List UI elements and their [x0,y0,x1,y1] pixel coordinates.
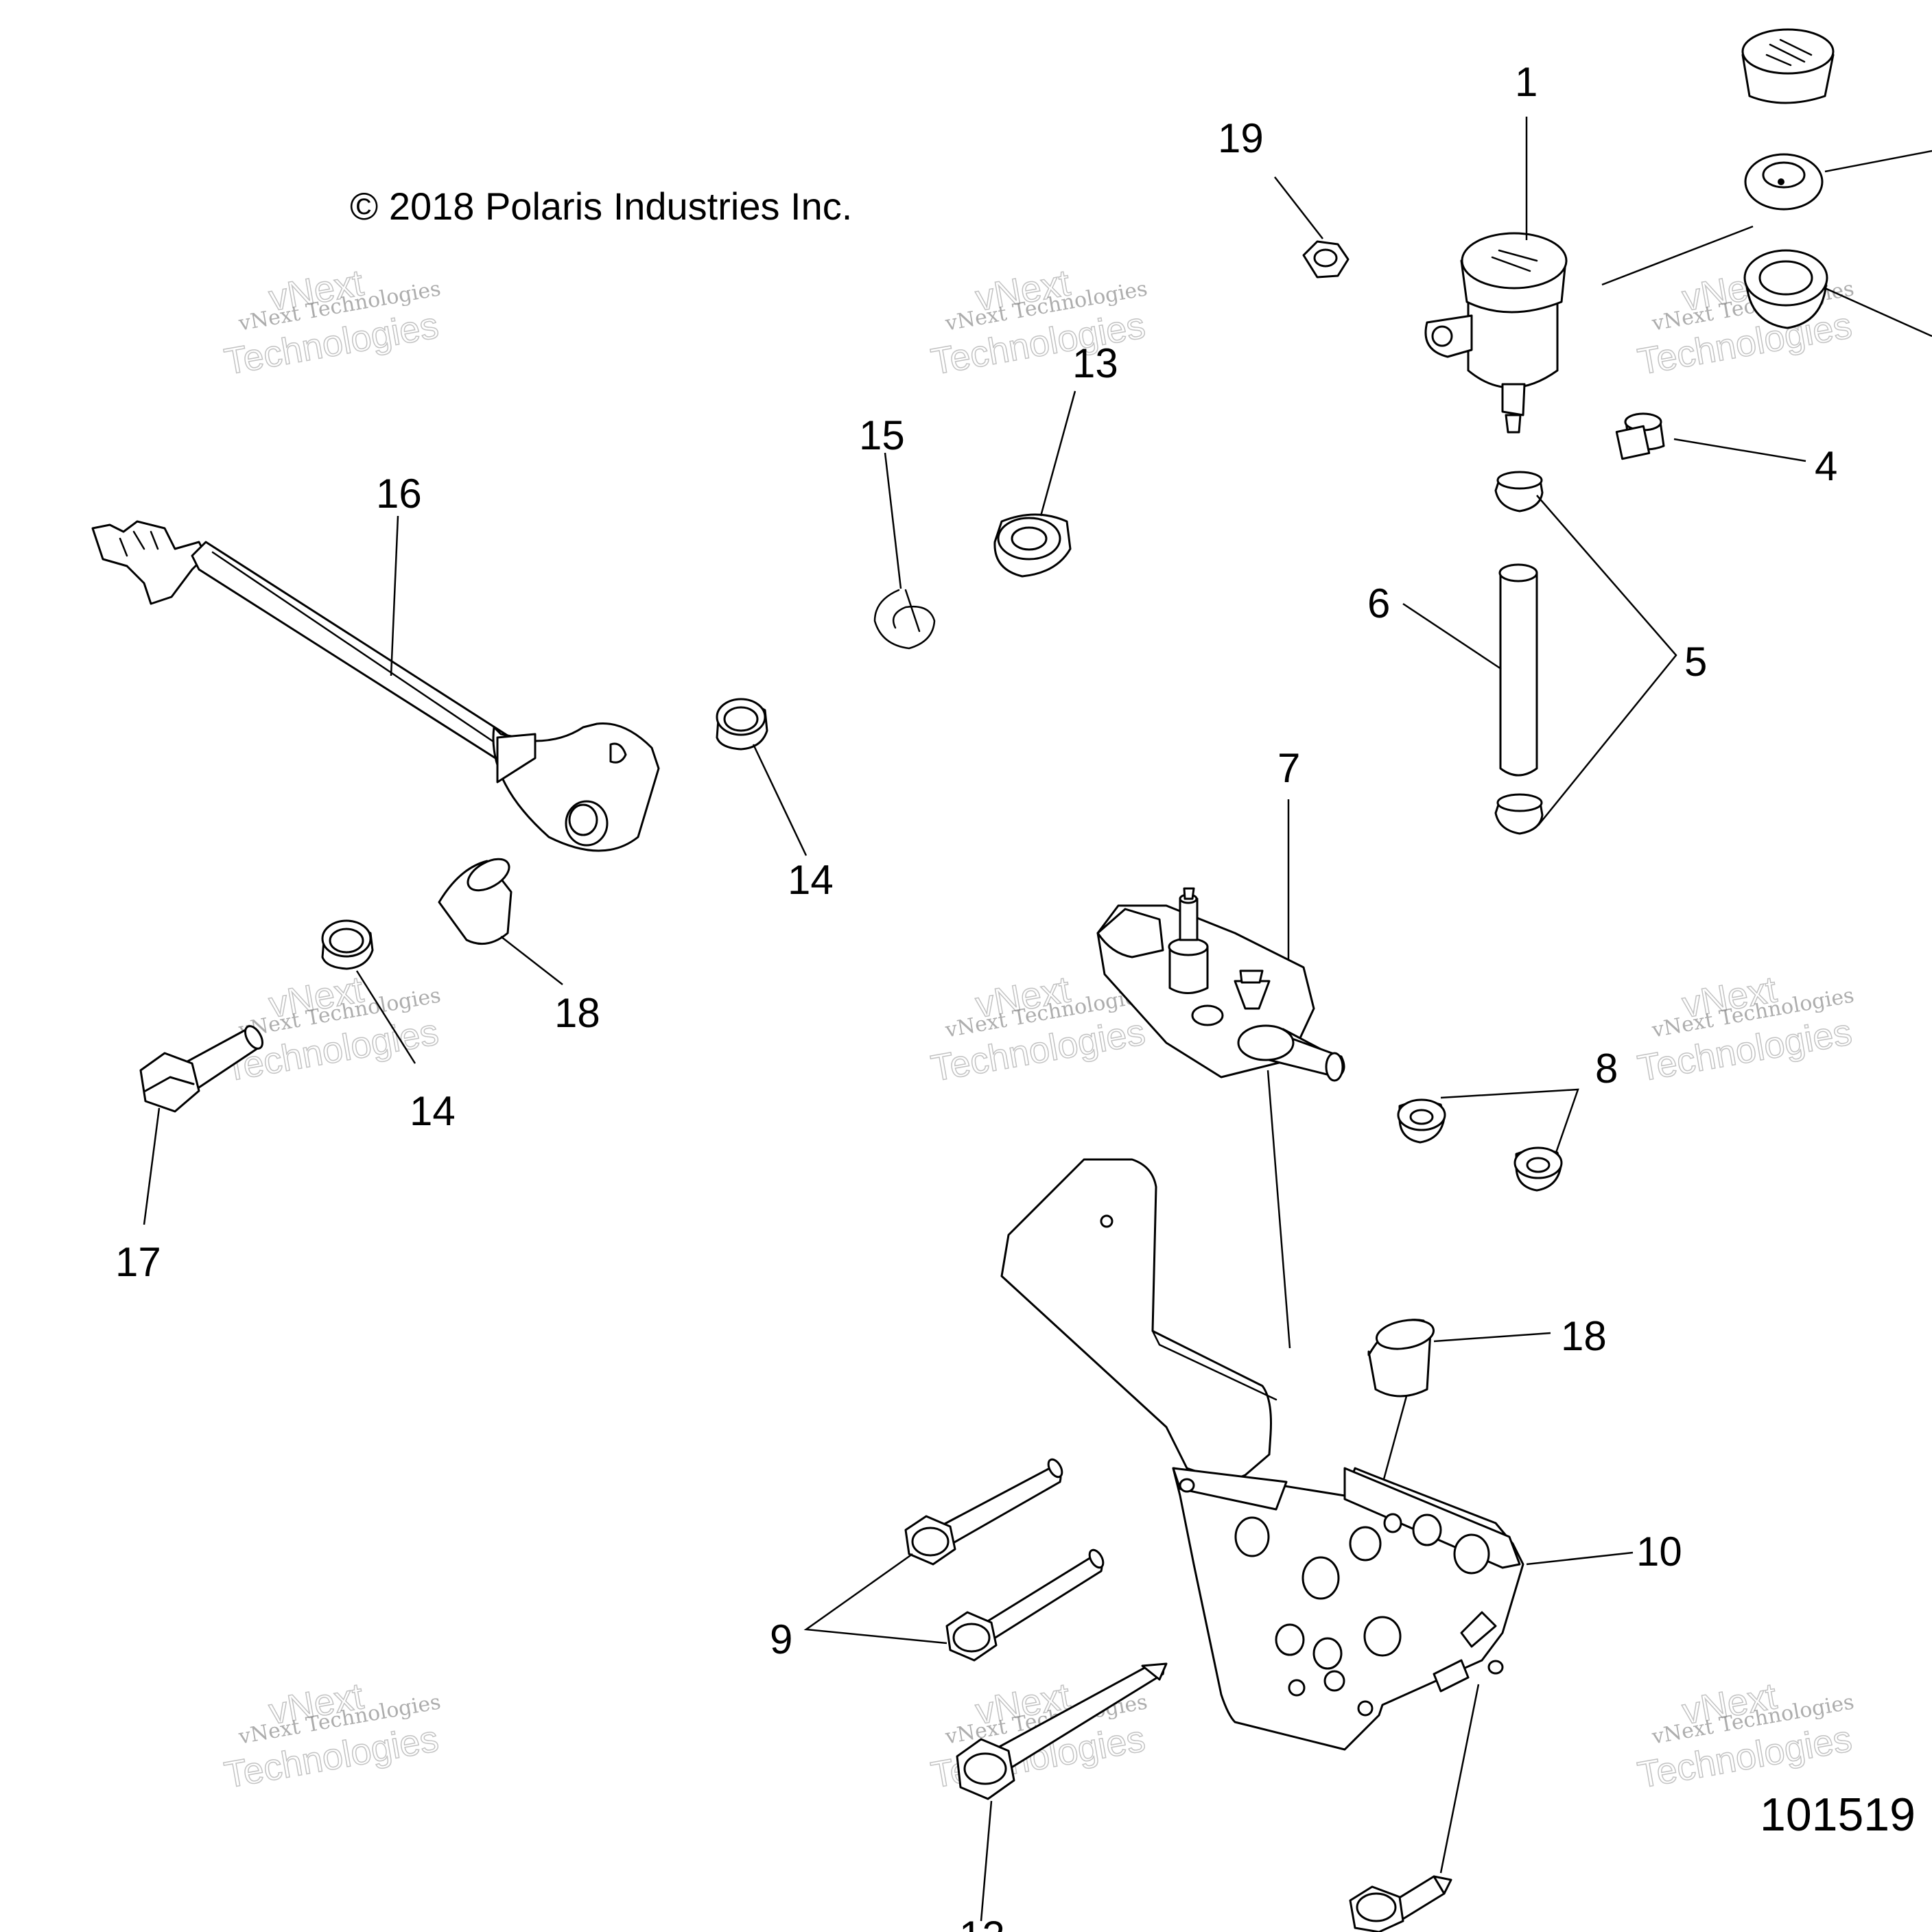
callout-1: 1 [1515,59,1538,105]
watermark-group: vNext vNext Technologies Technologies vN… [221,261,1856,1796]
part-7-master-cylinder: 7 [1096,745,1345,1349]
diagram-reference-number: 101519 [1760,1789,1916,1841]
callout-10: 10 [1636,1529,1682,1575]
seal-icon [1743,249,1828,329]
callout-8: 8 [1595,1046,1618,1092]
callout-16: 16 [376,471,422,517]
watermark-6: vNext vNext Technologies Technologies [1634,968,1856,1089]
callout-4: 4 [1815,443,1837,489]
part-10-bracket: 10 [1000,1158,1682,1751]
copyright-text: © 2018 Polaris Industries Inc. [350,185,852,228]
part-18-spacer-right: 18 [1367,1313,1607,1510]
part-13-grommet: 13 [993,340,1118,578]
part-4-bolt: 4 [1615,412,1837,489]
leader-1b [1601,225,1754,286]
callout-17: 17 [115,1239,161,1285]
callout-19: 19 [1218,115,1264,161]
watermark-7: vNext vNext Technologies Technologies [221,1675,443,1796]
part-19-nut: 19 [1218,115,1350,279]
part-18-spacer-left: 18 [438,858,600,1036]
part-6-hose: 6 [1367,563,1538,777]
callout-18b: 18 [1561,1313,1607,1359]
part-15-spring-clip: 15 [859,412,936,650]
watermark-3: vNext vNext Technologies Technologies [1634,261,1856,383]
part-14-bushing-right: 14 [716,698,834,903]
callout-6: 6 [1367,580,1390,626]
part-5-clamps: 5 [1494,471,1707,835]
part-1-reservoir: 1 [1424,28,1932,434]
part-17-bolt: 17 [115,1025,263,1285]
reservoir-body-icon [1424,232,1568,434]
callout-14b: 14 [410,1088,456,1134]
part-12-bolts: 12 [956,1662,1480,1932]
reservoir-cap-icon [1741,28,1835,104]
part-9-bolts: 9 [770,1458,1105,1662]
callout-7: 7 [1277,745,1300,791]
callout-14a: 14 [788,857,834,903]
callout-15: 15 [859,412,905,458]
diaphragm-icon [1744,153,1824,211]
part-8-grommets: 8 [1397,1046,1618,1192]
part-16-pedal-arm: 16 [91,471,660,852]
callout-5: 5 [1684,639,1707,685]
watermark-2: vNext vNext Technologies Technologies [928,261,1149,383]
callout-13: 13 [1072,340,1118,386]
watermark-4: vNext vNext Technologies Technologies [221,968,443,1089]
part-14-bushing-left: 14 [321,919,456,1134]
callout-18a: 18 [554,990,600,1036]
watermark-1: vNext vNext Technologies Technologies [221,261,443,383]
callout-12-partial: 12 [959,1913,1005,1932]
callout-9: 9 [770,1616,792,1662]
watermark-9: vNext vNext Technologies Technologies [1634,1675,1856,1796]
